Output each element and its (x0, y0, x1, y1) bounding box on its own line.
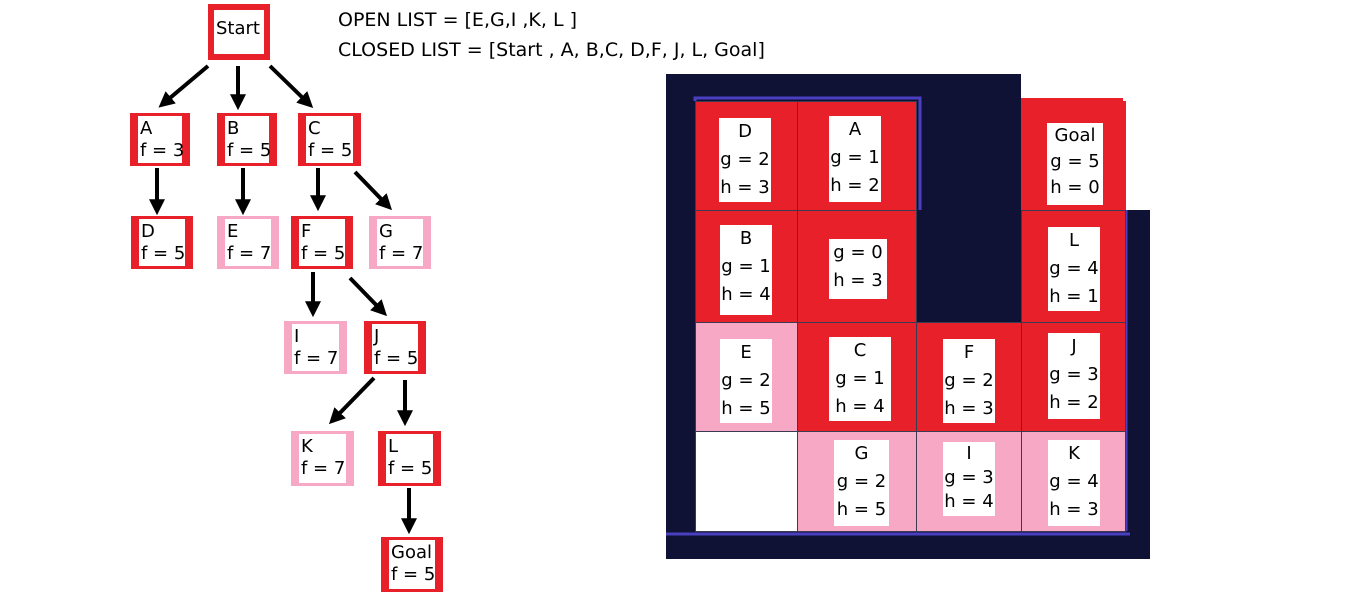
cell-g: g = 3 (1049, 364, 1099, 385)
grid-cell-i: I g = 3 h = 4 (916, 431, 1022, 532)
cell-g: g = 3 (944, 467, 994, 488)
node-name: F (301, 221, 312, 242)
arrow-f-j (348, 276, 388, 317)
tree-node-d: D f = 5 (131, 216, 193, 269)
tree-node-i: I f = 7 (284, 321, 347, 374)
grid-cell-c: C g = 1 h = 4 (797, 322, 917, 432)
cell-g: g = 2 (720, 149, 770, 170)
tree-node-g: G f = 7 (369, 216, 431, 269)
cell-h: h = 1 (1049, 286, 1099, 307)
cell-g: g = 1 (835, 368, 885, 389)
tree-node-start: Start (208, 4, 270, 60)
cell-h: h = 3 (1049, 499, 1099, 520)
tree-node-f: F f = 5 (291, 216, 353, 269)
node-name: A (140, 118, 153, 139)
cell-name: C (853, 340, 867, 361)
cell-h: h = 2 (830, 175, 880, 196)
node-name: B (227, 118, 240, 139)
cell-h: h = 5 (836, 499, 887, 520)
tree-arrows (149, 64, 417, 535)
open-list: OPEN LIST = [E,G,I ,K, L ] (338, 9, 578, 31)
cell-name: Goal (1054, 125, 1096, 146)
cell-g: g = 2 (836, 471, 887, 492)
node-name: C (308, 118, 321, 139)
arrow-start-a (158, 64, 210, 108)
node-name: J (374, 326, 380, 347)
grid-cell-d: D g = 2 h = 3 (695, 101, 798, 211)
tree-node-e: E f = 7 (217, 216, 279, 269)
grid-cell-k: K g = 4 h = 3 (1021, 431, 1126, 532)
tree-node-goal: Goal f = 5 (381, 537, 443, 592)
tree-node-b: B f = 5 (217, 113, 277, 166)
grid-cell-g: G g = 2 h = 5 (797, 431, 917, 532)
node-f: f = 7 (227, 243, 272, 264)
node-f: f = 7 (301, 458, 346, 479)
cell-name: G (854, 443, 869, 464)
node-name: G (379, 221, 393, 242)
tree-node-c: C f = 5 (298, 113, 361, 166)
cell-h: h = 4 (944, 491, 994, 512)
cell-h: h = 4 (835, 396, 885, 417)
grid-cell-goal: Goal g = 5 h = 0 (1021, 101, 1126, 211)
tree-node-k: K f = 7 (291, 431, 354, 486)
cell-name: L (1068, 230, 1080, 251)
cell-h: h = 3 (833, 270, 883, 291)
grid-cell-start: g = 0 h = 3 (797, 210, 917, 323)
arrow-c-g (353, 170, 393, 211)
cell-h: h = 3 (944, 398, 994, 419)
grid-cell-a: A g = 1 h = 2 (797, 101, 917, 211)
grid-cell-empty (695, 431, 798, 532)
node-name: E (227, 221, 239, 242)
node-f: f = 5 (301, 243, 346, 264)
tree-node-a: A f = 3 (130, 113, 190, 166)
cell-h: h = 3 (720, 177, 770, 198)
cell-name: D (738, 121, 752, 142)
cell-name: K (1068, 443, 1080, 464)
node-f: f = 7 (379, 243, 424, 264)
cell-name: A (848, 119, 862, 140)
cell-name: I (966, 443, 972, 464)
node-f: f = 3 (140, 140, 185, 161)
cell-g: g = 5 (1050, 151, 1100, 172)
grid-cell-e: E g = 2 h = 5 (695, 322, 798, 432)
node-f: f = 5 (141, 243, 186, 264)
grid-cell-b: B g = 1 h = 4 (695, 210, 798, 323)
node-name: K (301, 436, 313, 457)
node-f: f = 5 (374, 348, 419, 369)
cell-g: g = 2 (944, 370, 994, 391)
node-f: f = 5 (388, 458, 433, 479)
cell-g: g = 1 (721, 256, 771, 277)
cell-g: g = 1 (830, 147, 880, 168)
node-f: f = 5 (227, 140, 272, 161)
cell-h: h = 2 (1049, 392, 1099, 413)
cell-g: g = 2 (721, 370, 771, 391)
cell-g: g = 4 (1049, 258, 1099, 279)
node-name: I (294, 326, 300, 347)
node-f: f = 5 (391, 564, 436, 585)
cell-h: h = 5 (721, 398, 771, 419)
arrow-j-k (328, 376, 376, 425)
node-f: f = 7 (294, 348, 339, 369)
tree-node-l: L f = 5 (378, 431, 441, 486)
arrow-start-c (268, 64, 314, 109)
node-name: L (388, 436, 399, 457)
grid-cell-j: J g = 3 h = 2 (1021, 322, 1126, 432)
cell-name: B (739, 228, 753, 249)
cell-g: g = 4 (1049, 471, 1099, 492)
tree-node-j: J f = 5 (364, 321, 426, 374)
cell-h: h = 0 (1050, 177, 1100, 198)
grid-cell-f: F g = 2 h = 3 (916, 322, 1022, 432)
node-name: D (141, 221, 155, 242)
node-f: f = 5 (308, 140, 353, 161)
wall-edge-top (693, 96, 922, 210)
cell-name: E (740, 342, 752, 363)
cell-g: g = 0 (833, 242, 883, 263)
cell-name: J (1071, 336, 1077, 357)
cell-name: F (963, 342, 975, 363)
node-name: Goal (391, 542, 432, 563)
closed-list: CLOSED LIST = [Start , A, B,C, D,F, J, L… (338, 39, 765, 61)
grid-cell-l: L g = 4 h = 1 (1021, 210, 1126, 323)
cell-h: h = 4 (721, 284, 771, 305)
